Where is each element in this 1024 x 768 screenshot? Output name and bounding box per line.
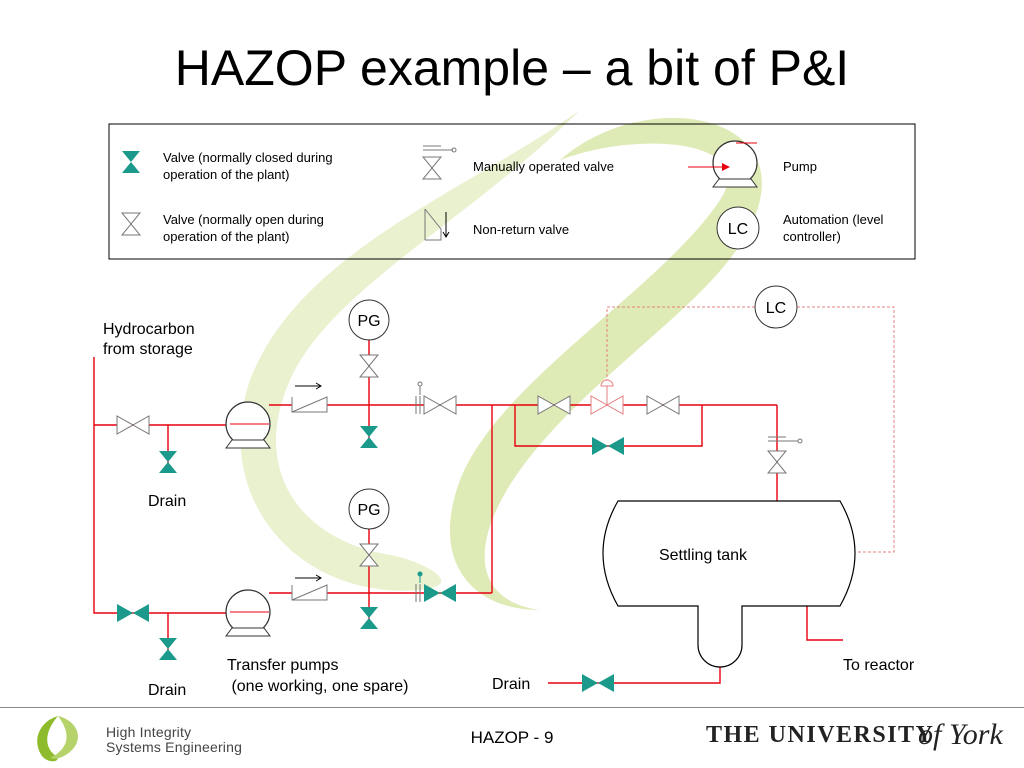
- pump-legend-icon: [688, 140, 758, 188]
- page-number: HAZOP - 9: [470, 728, 554, 747]
- transfer-pumps-label: Transfer pumps (one working, one spare): [227, 657, 408, 695]
- hise-line1: High Integrity: [106, 724, 192, 740]
- legend-box: [108, 123, 916, 260]
- pump-upper-icon: [225, 401, 271, 449]
- university-of-york-logo: THE UNIVERSITY of York: [706, 718, 1006, 756]
- footer-divider: [0, 707, 1024, 708]
- manual-valve-legend-icon: [422, 145, 457, 180]
- slide-title: HAZOP example – a bit of P&I: [174, 40, 850, 96]
- non-return-valve-legend-icon: [424, 208, 450, 241]
- closed-valve-lower-branch-icon: [360, 607, 378, 629]
- drain-valve-upper-icon: [159, 451, 177, 473]
- legend-pump-label: Pump: [783, 159, 817, 174]
- hise-line2: Systems Engineering: [106, 739, 243, 755]
- closed-valve-upper-branch-icon: [360, 426, 378, 448]
- closed-valve-inlet-lower-icon: [117, 604, 149, 622]
- legend-non-return-valve-label: Non-return valve: [473, 222, 569, 237]
- hise-swoosh-icon: [37, 716, 79, 762]
- pump-lower-icon: [225, 589, 271, 637]
- drain-valve-lower-icon: [159, 638, 177, 660]
- open-valve-inlet-icon: [116, 415, 150, 435]
- lc-legend-text: LC: [728, 221, 748, 238]
- pg-upper-gauge: [348, 299, 390, 341]
- university-caps: THE UNIVERSITY: [706, 722, 935, 748]
- legend-manual-valve-label: Manually operated valve: [473, 159, 614, 174]
- bypass-closed-valve-icon: [592, 437, 624, 455]
- manual-valve-lower-icon: [415, 571, 456, 602]
- settling-tank: [602, 500, 856, 668]
- drain-upper-label: Drain: [148, 493, 186, 510]
- open-valve-legend-icon: [121, 212, 141, 236]
- open-valve-control-downstream-icon: [646, 395, 680, 415]
- pg-upper-isolation-valve-icon: [359, 354, 379, 378]
- tank-inlet-manual-valve-icon: [767, 436, 803, 474]
- tank-drain-valve-icon: [582, 674, 614, 692]
- pg-lower-text: PG: [357, 502, 380, 519]
- settling-tank-label: Settling tank: [659, 547, 748, 564]
- university-script: of York: [918, 718, 1003, 751]
- level-controller: [754, 285, 798, 329]
- drain-lower-label: Drain: [148, 682, 186, 699]
- level-controller-text: LC: [766, 300, 786, 317]
- level-control-valve-icon: [590, 379, 624, 415]
- drain-tank-label: Drain: [492, 676, 530, 693]
- manual-valve-upper-icon: [415, 381, 457, 415]
- watermark-swoosh: [240, 110, 762, 610]
- lc-legend-icon: [716, 206, 760, 250]
- pg-lower-gauge: [348, 488, 390, 530]
- non-return-valve-upper-icon: [291, 382, 328, 413]
- closed-valve-legend-icon: [122, 151, 140, 173]
- pg-upper-text: PG: [357, 313, 380, 330]
- non-return-valve-lower-icon: [291, 574, 328, 601]
- hise-logo: High Integrity Systems Engineering: [28, 712, 258, 766]
- lc-signal-line: [606, 306, 895, 553]
- to-reactor-label: To reactor: [843, 657, 915, 674]
